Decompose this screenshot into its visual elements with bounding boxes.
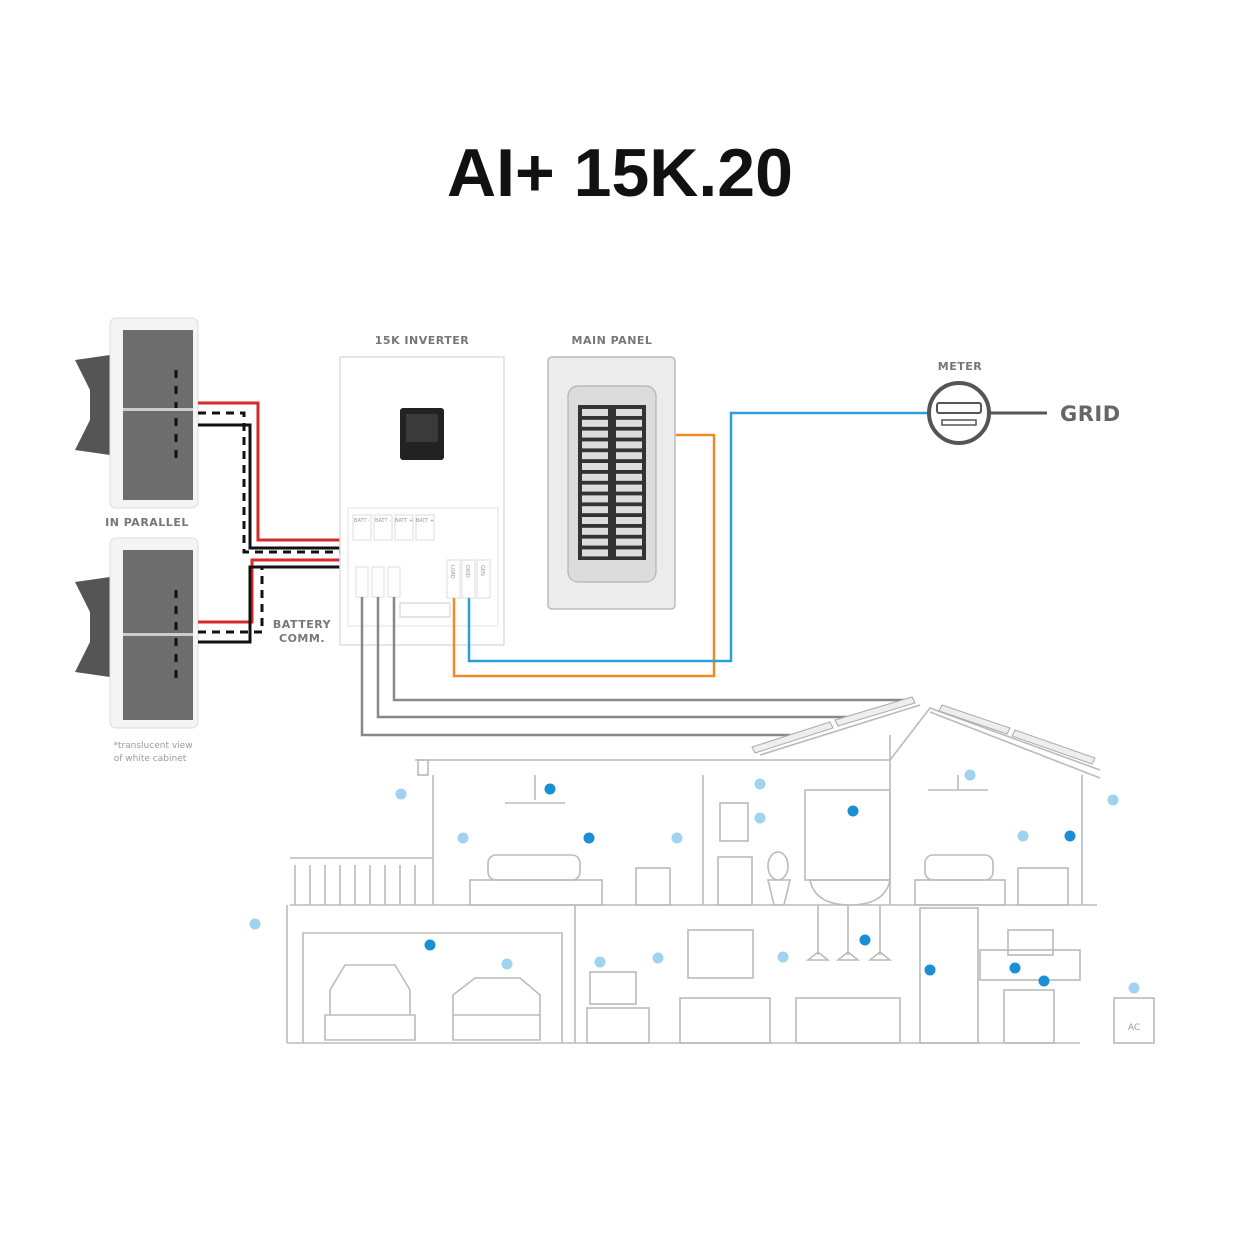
main-panel (547, 356, 676, 610)
breaker (616, 506, 642, 514)
light-indicator (544, 783, 556, 795)
light-indicator (457, 832, 469, 844)
battery-comm-label-2: COMM. (279, 632, 325, 645)
light-indicator (1107, 794, 1119, 806)
battery-top (75, 317, 199, 509)
terminal-batt-pos-1: BATT + (395, 518, 413, 524)
light-indicator (777, 951, 789, 963)
light-indicator (249, 918, 261, 930)
breaker (616, 473, 642, 481)
inverter-label: 15K INVERTER (375, 334, 469, 347)
light-indicator (859, 934, 871, 946)
breaker (616, 517, 642, 524)
breaker (582, 484, 608, 492)
house-illustration (286, 704, 1155, 1044)
breaker (616, 441, 642, 449)
main-panel-label: MAIN PANEL (572, 334, 653, 347)
note-line-1: *translucent view (113, 741, 192, 751)
light-indicator (652, 952, 664, 964)
load-wire (452, 433, 716, 678)
meter-label: METER (938, 360, 982, 373)
breaker (616, 419, 642, 427)
meter-icon (927, 381, 991, 445)
light-indicator (424, 939, 436, 951)
breaker (616, 430, 642, 438)
breaker (582, 517, 608, 524)
breaker (616, 452, 642, 460)
breaker (582, 506, 608, 514)
pv-wiring (360, 597, 908, 737)
breaker (616, 527, 642, 535)
breaker (616, 495, 642, 503)
light-indicator (671, 832, 683, 844)
terminal-grid: GRID (464, 565, 470, 578)
light-indicator (847, 805, 859, 817)
light-indicator (1017, 830, 1029, 842)
breaker (616, 538, 642, 546)
diagram-title: AI+ 15K.20 (447, 135, 793, 211)
breaker (616, 409, 642, 416)
breaker (582, 419, 608, 427)
breaker (582, 441, 608, 449)
battery-bottom (75, 537, 199, 729)
terminal-batt-pos-2: BATT + (416, 518, 434, 524)
breaker (582, 452, 608, 460)
terminal-gen: GEN (479, 565, 485, 576)
light-indicator (594, 956, 606, 968)
light-indicator (1038, 975, 1050, 987)
breaker (582, 495, 608, 503)
grid-wire (467, 411, 930, 663)
breaker (582, 463, 608, 470)
breaker (616, 484, 642, 492)
breaker (616, 463, 642, 470)
light-indicator (1064, 830, 1076, 842)
terminal-batt-neg-1: BATT - (354, 518, 370, 524)
light-indicator (754, 778, 766, 790)
light-indicator (924, 964, 936, 976)
breaker (582, 538, 608, 546)
inverter (339, 356, 505, 646)
light-indicator (964, 769, 976, 781)
breaker (582, 527, 608, 535)
battery-comm-label-1: BATTERY (273, 618, 332, 631)
light-indicator (1128, 982, 1140, 994)
terminal-batt-neg-2: BATT - (375, 518, 391, 524)
breaker (582, 473, 608, 481)
light-fixtures (249, 769, 1140, 994)
breaker (616, 549, 642, 557)
breaker (582, 430, 608, 438)
breaker (582, 549, 608, 557)
light-indicator (501, 958, 513, 970)
breaker (582, 409, 608, 416)
note-line-2: of white cabinet (114, 754, 187, 764)
batt-terminals: BATT - BATT - BATT + BATT + (352, 514, 435, 541)
ac-unit-label: AC (1128, 1023, 1140, 1033)
light-indicator (1009, 962, 1021, 974)
in-parallel-label: IN PARALLEL (105, 516, 189, 529)
grid-label: GRID (1060, 402, 1121, 426)
light-indicator (583, 832, 595, 844)
solar-panels (751, 696, 1096, 765)
light-indicator (754, 812, 766, 824)
terminal-load: LOAD (449, 565, 455, 579)
light-indicator (395, 788, 407, 800)
